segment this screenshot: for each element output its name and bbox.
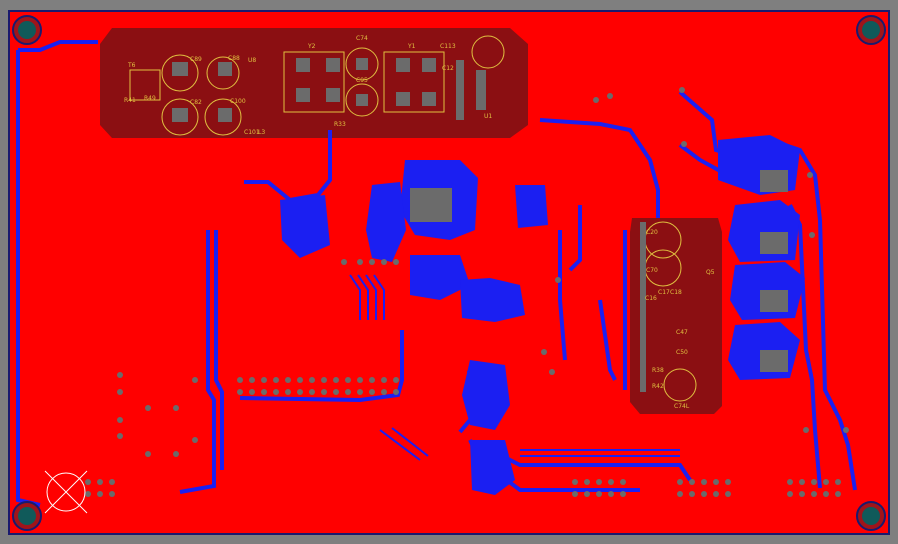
silk-r42: R42 (652, 383, 664, 390)
silk-c20: C20 (646, 229, 658, 236)
silk-t6: T6 (127, 62, 136, 69)
silk-u8: U8 (248, 57, 256, 64)
mount-hole-bottom-left[interactable] (12, 501, 42, 531)
silk-r38: R38 (652, 367, 664, 374)
silk-u1: U1 (484, 113, 492, 120)
component-region-top (100, 28, 528, 138)
silk-c89: C89 (190, 56, 202, 63)
mount-hole-bottom-right[interactable] (856, 501, 886, 531)
vias (85, 87, 849, 497)
silk-c18: C18 (670, 289, 682, 296)
silk-r33: R33 (334, 121, 346, 128)
smd-pads (172, 58, 788, 392)
capacitor-outlines (129, 35, 697, 402)
silk-c74: C74 (356, 35, 368, 42)
silk-y1: Y1 (407, 43, 416, 50)
fine-traces (349, 274, 680, 461)
silk-c70: C70 (646, 267, 658, 274)
silk-r49: R49 (144, 95, 156, 102)
bottom-layer-traces (16, 40, 857, 507)
silk-c101: C101 (244, 129, 260, 136)
silk-c88: C88 (228, 55, 240, 62)
silk-c17: C17 (658, 289, 670, 296)
origin-marker-icon (44, 470, 88, 514)
silk-r41: R41 (124, 97, 136, 104)
silkscreen-labels: T6 C89 C88 U8 C74 Y2 Y1 C113 R41 R49 C82… (124, 35, 715, 410)
mount-hole-top-right[interactable] (856, 15, 886, 45)
silk-y2: Y2 (307, 43, 316, 50)
silk-c50: C50 (676, 349, 688, 356)
component-region-right (630, 218, 722, 414)
silk-l3: L3 (258, 129, 265, 136)
mount-hole-top-left[interactable] (12, 15, 42, 45)
silk-c113: C113 (440, 43, 456, 50)
silk-c47: C47 (676, 329, 688, 336)
silk-c16: C16 (645, 295, 657, 302)
silk-c74l: C74L (674, 403, 690, 410)
silk-c100: C100 (230, 98, 246, 105)
silk-c12: C12 (442, 65, 454, 72)
silk-c95: C95 (356, 77, 368, 84)
silk-c82: C82 (190, 99, 202, 106)
silk-q5: Q5 (706, 269, 715, 276)
